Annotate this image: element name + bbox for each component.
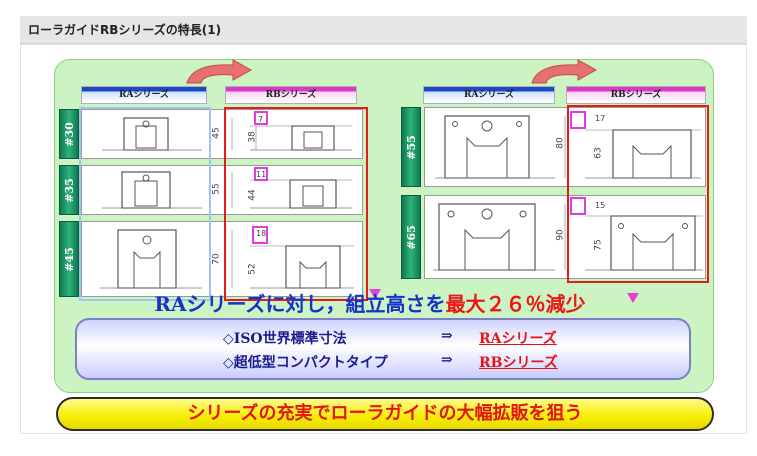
standard-value: RAシリーズ <box>479 331 557 347</box>
curved-arrow-icon <box>531 59 598 84</box>
ra-series-header: RAシリーズ <box>81 86 207 104</box>
standard-row: ◇超低型コンパクトタイプ ⇒ RBシリーズ <box>77 352 689 374</box>
page-header: ローラガイドRBシリーズの特長(1) <box>20 16 747 44</box>
ra-dimension: 55 <box>211 183 222 195</box>
ra-series-header: RAシリーズ <box>423 86 555 104</box>
page-title: ローラガイドRBシリーズの特長(1) <box>28 23 222 37</box>
strategy-banner: シリーズの充実でローラガイドの大幅拡販を狙う <box>56 397 714 431</box>
drawing-panel-55: 80 63 17 <box>424 107 706 187</box>
standard-value: RBシリーズ <box>479 355 558 371</box>
slide: RAシリーズ RBシリーズ #30 #35 #45 45 38 7 <box>20 44 747 434</box>
height-difference: 15 <box>595 201 606 210</box>
height-difference: 17 <box>595 114 606 123</box>
drawing-panel-45: 70 52 18 <box>81 221 363 297</box>
difference-marker <box>570 197 586 215</box>
standard-row: ◇ISO世界標準寸法 ⇒ RAシリーズ <box>77 328 689 350</box>
difference-marker <box>254 111 268 125</box>
rb-series-header: RBシリーズ <box>225 86 357 104</box>
ra-outline <box>79 107 211 301</box>
size-label-30: #30 <box>59 109 79 159</box>
height-difference: 7 <box>258 115 264 124</box>
size-label-65: #65 <box>401 195 421 279</box>
ra-dimension: 70 <box>211 253 222 265</box>
rb-outline <box>224 107 368 301</box>
curved-arrow-icon <box>186 59 253 84</box>
banner-text: シリーズの充実でローラガイドの大幅拡販を狙う <box>187 403 583 424</box>
ra-dimension: 90 <box>555 229 566 241</box>
standard-label: ◇ISO世界標準寸法 <box>223 331 347 347</box>
arrow-icon: ⇒ <box>441 328 453 344</box>
height-difference: 18 <box>256 229 267 238</box>
ra-dimension: 45 <box>211 127 222 139</box>
standards-box: ◇ISO世界標準寸法 ⇒ RAシリーズ ◇超低型コンパクトタイプ ⇒ RBシリー… <box>75 318 691 380</box>
difference-marker <box>254 167 268 181</box>
standard-label: ◇超低型コンパクトタイプ <box>223 355 388 371</box>
drawing-panel-35: 55 44 11 <box>81 165 363 215</box>
size-label-35: #35 <box>59 165 79 215</box>
height-difference: 11 <box>256 170 267 179</box>
difference-marker <box>252 226 268 244</box>
pointer-arrow-icon <box>369 289 381 299</box>
pointer-arrow-icon <box>627 293 639 303</box>
rb-series-header: RBシリーズ <box>566 86 706 104</box>
claim-text: RAシリーズに対し，組立高さを <box>154 292 446 316</box>
reduction-claim: RAシリーズに対し，組立高さを最大２６％減少 <box>110 289 630 319</box>
rb-outline <box>567 105 709 283</box>
difference-marker <box>570 111 586 129</box>
drawing-panel-30: 45 38 7 <box>81 109 363 159</box>
drawing-panel-65: 90 75 15 <box>424 195 706 279</box>
size-label-55: #55 <box>401 107 421 187</box>
size-label-45: #45 <box>59 221 79 297</box>
ra-dimension: 80 <box>555 137 566 149</box>
claim-highlight: 最大２６％減少 <box>445 292 586 316</box>
arrow-icon: ⇒ <box>441 352 453 368</box>
